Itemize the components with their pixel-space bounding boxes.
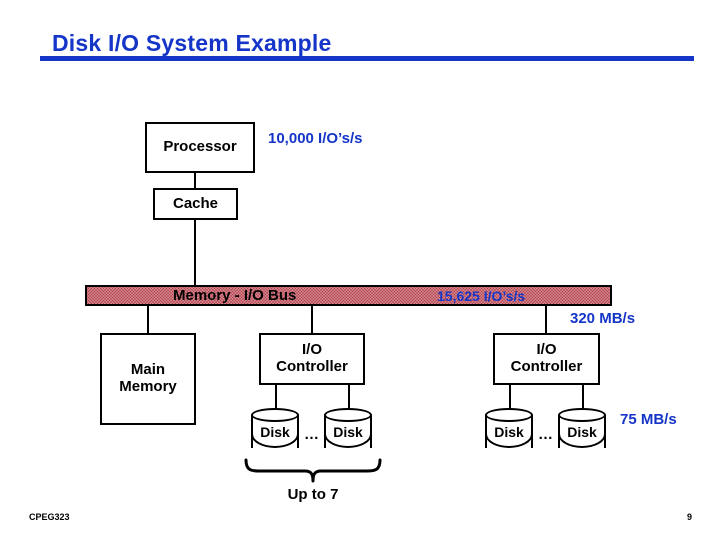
title-underline-rule [40,56,694,61]
connector-ioc2-disk-left [509,384,511,408]
connector-bus-io-controller-2 [545,305,547,334]
disk-cylinder[interactable]: Disk [251,408,299,455]
connector-processor-cache [194,172,196,189]
disk-cylinder-top [324,408,372,422]
annotation-bus-rate: 15,625 I/O’s/s [437,288,526,304]
annotation-processor-rate: 10,000 I/O’s/s [268,130,363,147]
memory-io-bus-label: Memory - I/O Bus [173,287,297,304]
footer-page-number: 9 [686,512,692,522]
io-controller-2-line-1: I/O [536,341,557,359]
block-io-controller-2[interactable]: I/O Controller [493,333,600,385]
disk-cylinder[interactable]: Disk [485,408,533,455]
block-main-memory[interactable]: Main Memory [100,333,196,425]
connector-bus-io-controller-1 [311,305,313,334]
disk-label: Disk [567,424,597,440]
disk-label: Disk [333,424,363,440]
connector-cache-bus [194,219,196,286]
connector-ioc1-disk-left [275,384,277,408]
disk-count-label: Up to 7 [287,486,339,503]
disk-ellipsis: … [538,426,553,443]
block-io-controller-2-label: I/O Controller [510,341,583,376]
annotation-disk-bandwidth: 75 MB/s [620,411,677,428]
disk-cylinder-top [251,408,299,422]
block-io-controller-1-label: I/O Controller [276,341,348,376]
io-controller-1-line-2: Controller [276,358,348,375]
main-memory-line-1: Main [130,361,166,379]
io-controller-2-line-2: Controller [510,358,583,375]
disk-cylinder-top [558,408,606,422]
connector-bus-main-memory [147,305,149,334]
block-io-controller-1[interactable]: I/O Controller [259,333,365,385]
page-title: Disk I/O System Example [52,30,332,56]
memory-io-bus[interactable] [85,285,612,306]
footer-course-code: CPEG323 [29,512,70,522]
block-processor-label: Processor [163,138,237,156]
io-controller-1-line-1: I/O [301,341,322,359]
connector-ioc1-disk-right [348,384,350,408]
disk-cylinder[interactable]: Disk [558,408,606,455]
block-processor[interactable]: Processor [145,122,255,173]
disk-count-brace [244,458,382,483]
block-main-memory-label: Main Memory [119,361,177,396]
main-memory-line-2: Memory [119,378,177,395]
annotation-bus-bandwidth: 320 MB/s [570,310,636,327]
block-cache-label: Cache [172,194,219,212]
connector-ioc2-disk-right [582,384,584,408]
disk-cylinder[interactable]: Disk [324,408,372,455]
disk-cylinder-top [485,408,533,422]
disk-ellipsis: … [304,426,319,443]
block-cache[interactable]: Cache [153,188,238,220]
disk-label: Disk [260,424,290,440]
disk-label: Disk [494,424,524,440]
